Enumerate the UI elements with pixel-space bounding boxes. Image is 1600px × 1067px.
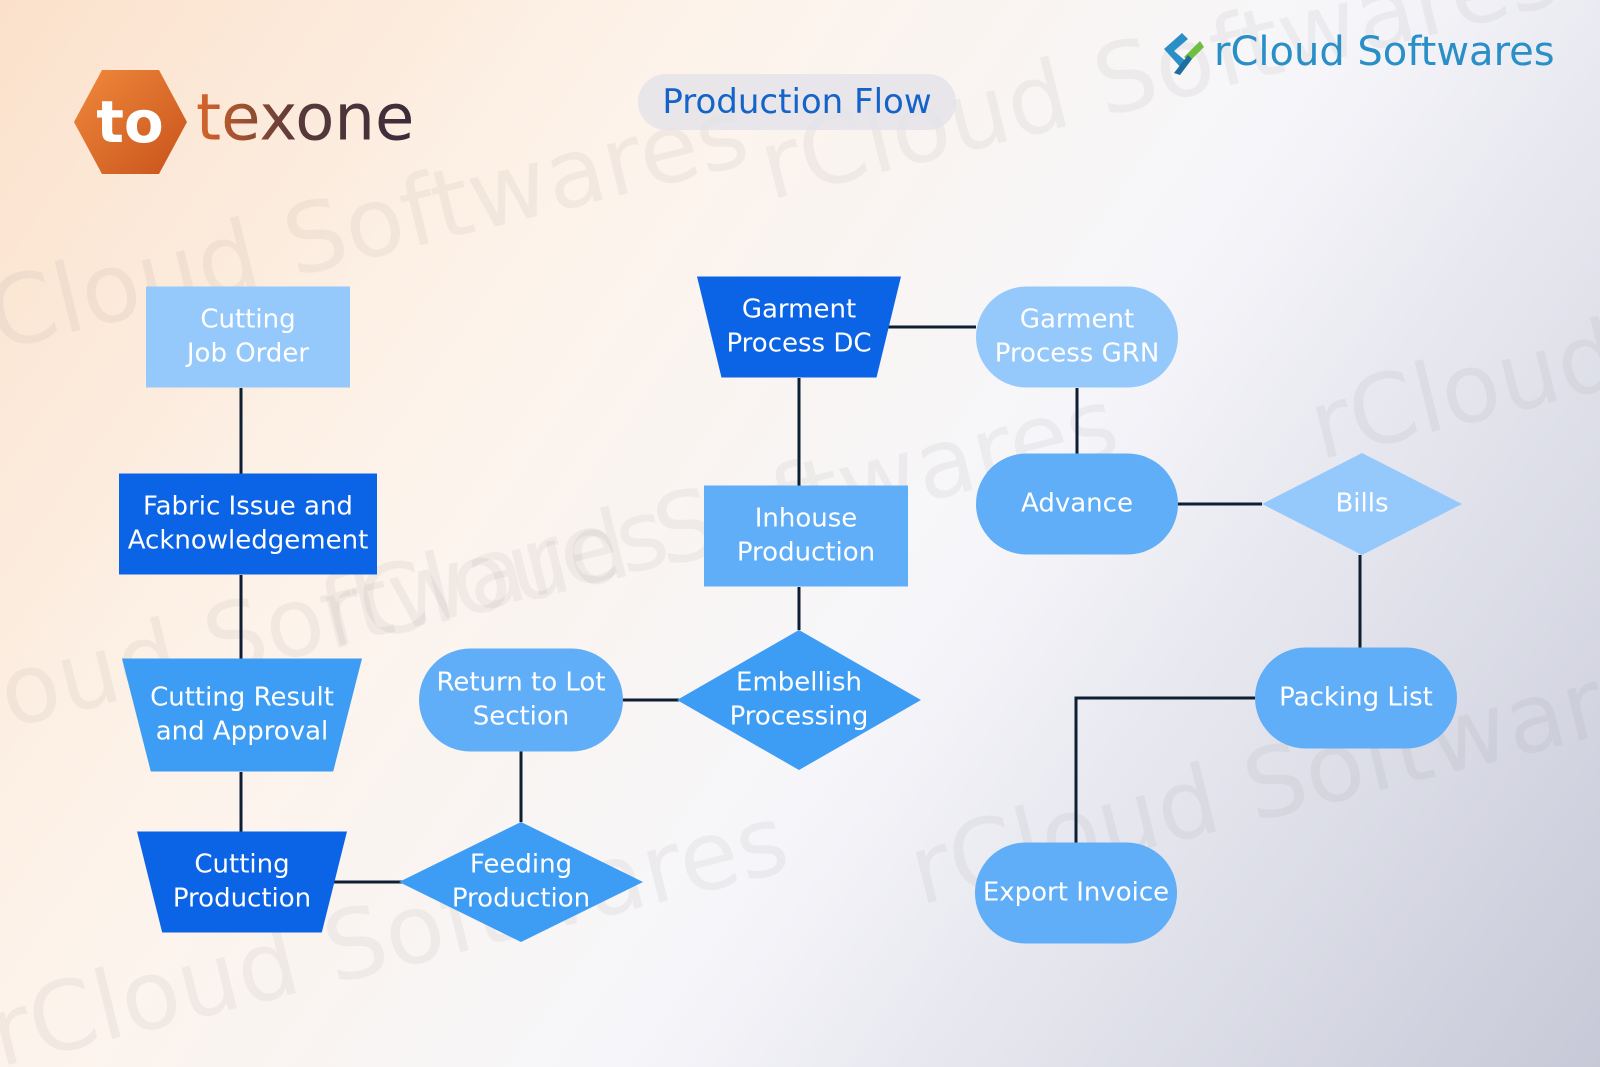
node-label: Acknowledgement (128, 526, 369, 556)
node-shape-rect (146, 286, 350, 388)
node-label: Garment (1020, 305, 1134, 335)
node-cutting-result: Cutting Result and Approval (122, 658, 362, 772)
node-shape-diamond (399, 822, 643, 942)
node-label: Job Order (185, 339, 310, 369)
node-shape-pill (976, 453, 1178, 555)
node-shape-rect (704, 485, 908, 587)
node-export-invoice: Export Invoice (975, 842, 1177, 944)
logo-badge-text: to (96, 88, 164, 156)
node-shape-pill (1255, 647, 1457, 749)
node-shape-trap (697, 276, 901, 378)
node-label: Process GRN (995, 339, 1160, 369)
node-bills: Bills (1262, 453, 1462, 555)
node-label: Embellish (736, 668, 862, 698)
node-label: Bills (1335, 489, 1388, 519)
node-shape-pill (419, 648, 623, 752)
node-label: Packing List (1279, 683, 1433, 713)
node-shape-diamond (1262, 453, 1462, 555)
node-shape-diamond (677, 630, 921, 770)
node-label: Export Invoice (983, 878, 1169, 908)
watermark-text: rCloud Softwares (0, 783, 799, 1067)
hexagon-badge-icon (74, 70, 187, 174)
node-advance: Advance (976, 453, 1178, 555)
node-label: Return to Lot (436, 668, 605, 698)
rcloud-logo-text: rCloud Softwares (1214, 29, 1555, 75)
node-shape-pill (975, 842, 1177, 944)
node-label: Cutting (200, 305, 295, 335)
node-label: Process DC (726, 329, 871, 359)
node-label: Processing (730, 702, 869, 732)
node-label: Production (452, 884, 590, 914)
node-label: Section (473, 702, 570, 732)
watermark-text: rCloud Softwares (1298, 176, 1600, 482)
node-label: Inhouse (755, 504, 858, 534)
node-label: Feeding (470, 850, 572, 880)
connector-layer (239, 325, 1362, 884)
page-title: Production Flow (662, 82, 932, 122)
node-label: Production (737, 538, 875, 568)
node-label: Fabric Issue and (143, 492, 353, 522)
node-label: Cutting Result (150, 683, 334, 713)
node-shape-trap (137, 831, 347, 933)
rcloud-logo: rCloud Softwares (1160, 22, 1570, 82)
node-shape-trap (122, 658, 362, 772)
node-label: Garment (742, 295, 856, 325)
node-shape-rect (119, 473, 377, 575)
logo-wordmark-text: texone (196, 82, 414, 156)
node-packing-list: Packing List (1255, 647, 1457, 749)
node-label: and Approval (156, 717, 329, 747)
node-label: Advance (1021, 489, 1133, 519)
node-shape-pill (976, 286, 1178, 388)
texone-logo-mark: to texone (74, 70, 414, 174)
node-label: Cutting (194, 850, 289, 880)
node-label: Production (173, 884, 311, 914)
texone-logo: to texone (74, 70, 454, 180)
rcloud-logo-icon (1164, 33, 1204, 75)
page-title-pill: Production Flow (638, 74, 956, 130)
connector-packing-list-to-export-invoice (1074, 696, 1255, 843)
